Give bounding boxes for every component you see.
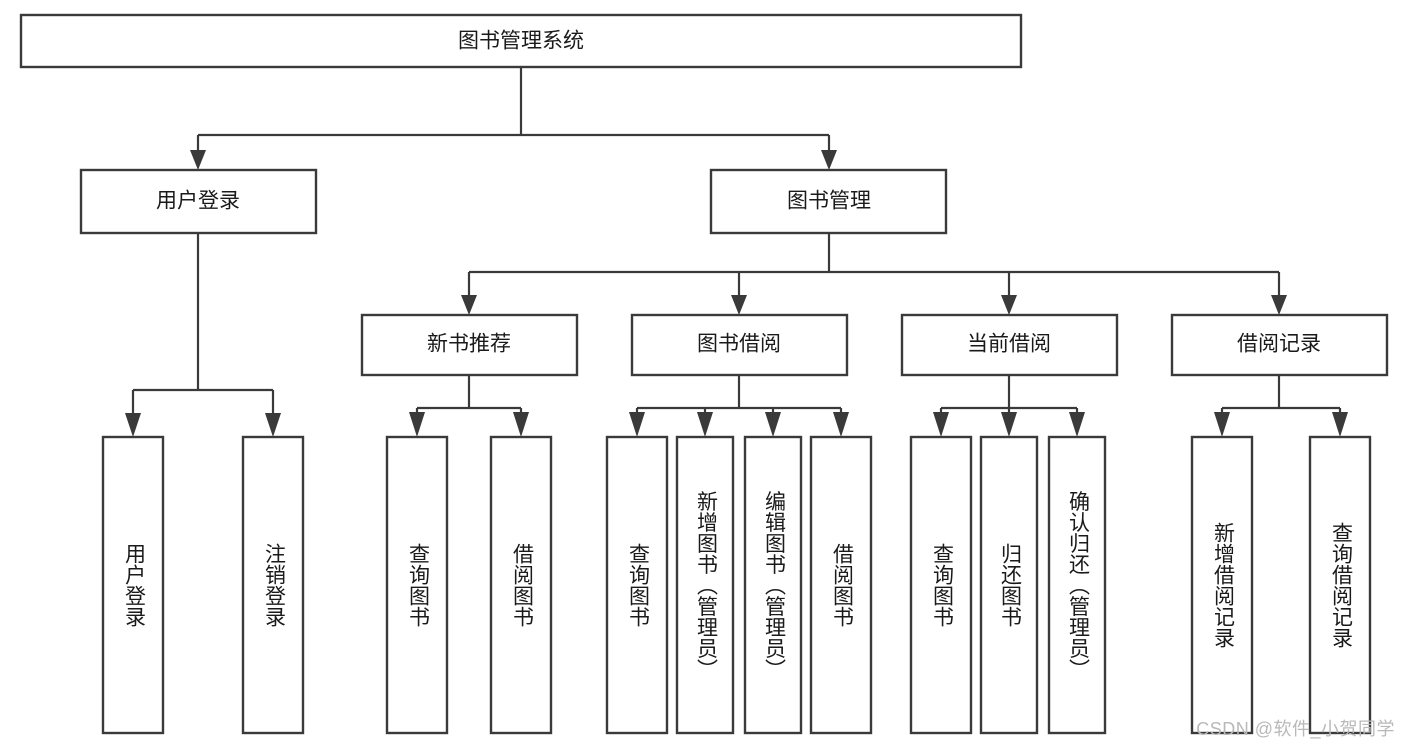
leaf-add-record[interactable]: 新增借阅记录 [1190,435,1254,735]
node-book-borrow[interactable]: 图书借阅 [630,313,849,377]
node-borrow-record-label: 借阅记录 [1237,333,1321,356]
leaf-query-book-1-label: 查询图书 [406,543,430,627]
arrow-head-leaf-add-book [697,412,713,437]
node-root[interactable]: 图书管理系统 [19,13,1023,69]
node-borrow-record-box[interactable] [1170,313,1389,377]
node-book-manage-label: 图书管理 [787,190,871,213]
leaf-logout[interactable]: 注销登录 [241,435,305,735]
node-new-book-recommend-box[interactable] [360,313,579,377]
leaf-borrow-book-1-box[interactable] [489,435,553,735]
node-book-borrow-label: 图书借阅 [697,333,781,356]
leaf-add-book[interactable]: 新增图书（管理员） [675,435,735,735]
node-borrow-record[interactable]: 借阅记录 [1170,313,1389,377]
arrow-head-leaf-query-book-2 [629,412,645,437]
leaf-query-book-3[interactable]: 查询图书 [909,435,973,735]
node-new-book-recommend-label: 新书推荐 [427,333,511,356]
leaf-confirm-return-box[interactable] [1047,435,1107,735]
leaf-query-book-1-box[interactable] [385,435,449,735]
leaf-query-book-3-label: 查询图书 [930,543,954,627]
leaf-borrow-book-1[interactable]: 借阅图书 [489,435,553,735]
leaf-logout-box[interactable] [241,435,305,735]
leaf-query-record[interactable]: 查询借阅记录 [1308,435,1372,735]
node-root-box[interactable] [19,13,1023,69]
arrow-head-leaf-user-login [125,413,141,437]
leaf-logout-label: 注销登录 [262,543,286,627]
connectors [125,67,1348,437]
arrow-head-leaf-logout [265,413,281,437]
arrow-head-leaf-query-book-1 [409,412,425,437]
leaf-edit-book-label: 编辑图书（管理员） [762,491,786,680]
node-root-label: 图书管理系统 [458,30,584,53]
leaf-query-book-3-box[interactable] [909,435,973,735]
leaf-edit-book[interactable]: 编辑图书（管理员） [743,435,803,735]
arrow-head-leaf-add-record [1214,412,1230,437]
leaf-return-book-box[interactable] [979,435,1039,735]
arrow-head-leaf-return-book [1001,412,1017,437]
arrow-head-leaf-borrow-book-2 [833,412,849,437]
leaf-query-book-2-box[interactable] [605,435,669,735]
leaf-query-book-1[interactable]: 查询图书 [385,435,449,735]
node-book-manage-box[interactable] [709,168,948,235]
leaf-add-record-box[interactable] [1190,435,1254,735]
leaf-query-record-label: 查询借阅记录 [1329,522,1353,648]
arrow-head-user-login [190,150,206,170]
leaf-return-book-label: 归还图书 [998,543,1022,627]
node-new-book-recommend[interactable]: 新书推荐 [360,313,579,377]
leaf-borrow-book-2-box[interactable] [809,435,873,735]
arrow-head-leaf-edit-book [765,412,781,437]
leaf-add-book-box[interactable] [675,435,735,735]
leaf-borrow-book-2-label: 借阅图书 [830,543,854,627]
node-book-manage[interactable]: 图书管理 [709,168,948,235]
arrow-head-new-book [461,295,477,315]
leaf-query-book-2-label: 查询图书 [626,543,650,627]
arrow-head-leaf-query-record [1332,412,1348,437]
arrow-head-leaf-query-book-3 [933,412,949,437]
node-current-borrow-box[interactable] [900,313,1119,377]
arrow-head-book-borrow [731,295,747,315]
leaf-add-record-label: 新增借阅记录 [1211,522,1235,648]
node-user-login-label: 用户登录 [156,190,240,213]
node-user-login-box[interactable] [79,168,318,235]
leaf-borrow-book-2[interactable]: 借阅图书 [809,435,873,735]
arrow-head-borrow-record [1271,295,1287,315]
arrow-head-leaf-borrow-book-1 [513,412,529,437]
leaf-return-book[interactable]: 归还图书 [979,435,1039,735]
leaf-user-login[interactable]: 用户登录 [101,435,165,735]
leaf-edit-book-box[interactable] [743,435,803,735]
node-user-login[interactable]: 用户登录 [79,168,318,235]
arrow-head-current-borrow [1001,295,1017,315]
node-book-borrow-box[interactable] [630,313,849,377]
leaf-confirm-return[interactable]: 确认归还（管理员） [1047,435,1107,735]
leaf-user-login-label: 用户登录 [122,543,146,627]
node-current-borrow-label: 当前借阅 [967,333,1051,356]
leaf-borrow-book-1-label: 借阅图书 [510,543,534,627]
node-current-borrow[interactable]: 当前借阅 [900,313,1119,377]
leaf-query-record-box[interactable] [1308,435,1372,735]
arrow-head-book-manage [821,150,837,170]
leaf-query-book-2[interactable]: 查询图书 [605,435,669,735]
leaf-add-book-label: 新增图书（管理员） [694,491,718,680]
arrow-head-leaf-confirm-return [1069,412,1085,437]
leaf-user-login-box[interactable] [101,435,165,735]
leaf-confirm-return-label: 确认归还（管理员） [1066,491,1090,680]
